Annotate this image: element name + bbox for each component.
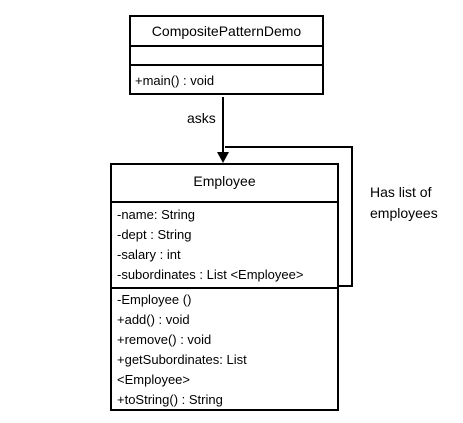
asks-arrowhead [217,152,229,163]
class-name: Employee [193,173,256,189]
method-constructor: -Employee () [117,292,192,307]
method-get-subordinates: +getSubordinates: List [117,352,247,367]
self-association-line [225,146,353,287]
methods-section: -Employee () +add() : void +remove() : v… [112,289,337,410]
class-name: CompositePatternDemo [151,23,302,39]
attribute-name: -name: String [117,207,196,222]
attributes-section [131,47,322,66]
has-list-label-line1: Has list of [370,184,432,200]
attribute-salary: -salary : int [117,247,181,262]
method-main: +main() : void [135,73,215,88]
asks-label: asks [187,110,216,126]
attributes-section: -name: String -dept : String -salary : i… [112,203,337,289]
method-add: +add() : void [117,312,190,327]
has-list-label-line2: employees [370,205,438,221]
method-get-subordinates-return: <Employee> [117,372,190,387]
class-composite-pattern-demo: CompositePatternDemo +main() : void [129,15,324,95]
attribute-dept: -dept : String [117,227,192,242]
methods-section: +main() : void [131,66,322,91]
class-name-section: Employee [112,165,337,203]
attribute-subordinates: -subordinates : List <Employee> [117,267,304,282]
class-name-section: CompositePatternDemo [131,17,322,47]
class-employee: Employee -name: String -dept : String -s… [110,163,339,411]
method-to-string: +toString() : String [117,392,223,407]
method-remove: +remove() : void [117,332,212,347]
